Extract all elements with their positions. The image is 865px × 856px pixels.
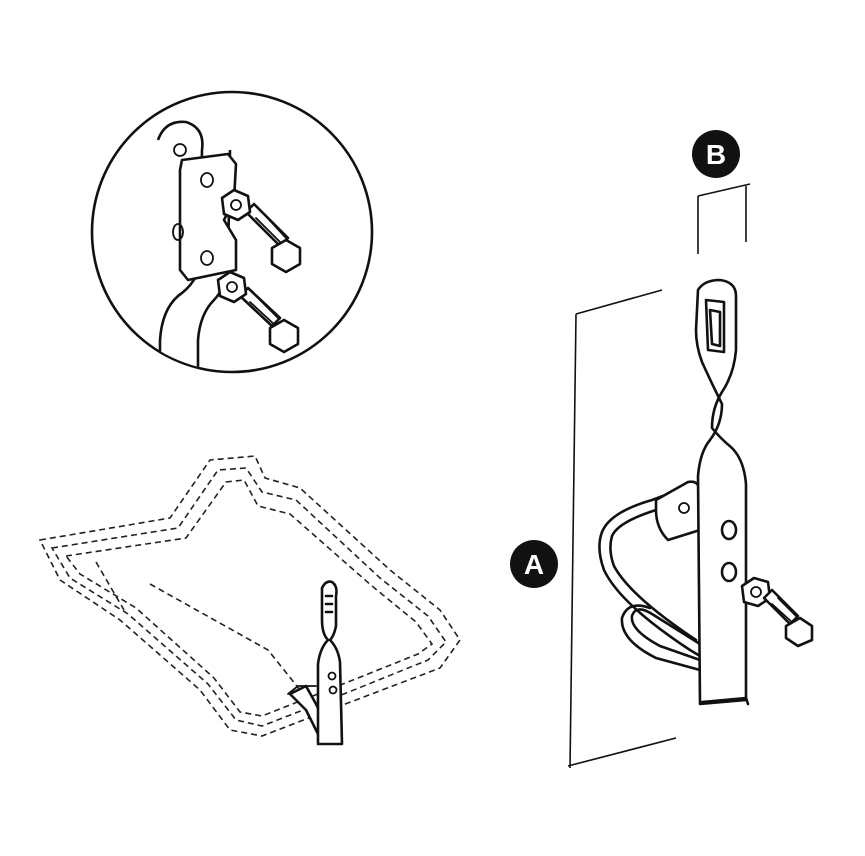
bracket-side-tab	[654, 480, 702, 542]
detail-clamp-hole-bottom	[200, 250, 214, 266]
label-b: B	[706, 139, 726, 170]
detail-bolt-upper	[220, 188, 302, 274]
detail-plate-slot	[172, 223, 184, 241]
label-a-badge	[510, 540, 558, 588]
bracket-wire-loop	[598, 484, 702, 658]
dimension-a: A	[510, 289, 677, 769]
bracket-hole-upper	[720, 519, 738, 541]
detail-circle	[90, 90, 374, 374]
detail-clamp-hole-top	[200, 172, 214, 188]
dimension-b: B	[692, 130, 751, 254]
label-a: A	[524, 549, 544, 580]
mattress-outline	[38, 455, 461, 737]
bracket-upright	[694, 278, 748, 706]
label-b-badge	[692, 130, 740, 178]
mounted-hook-small	[287, 580, 344, 746]
detail-bolt-lower	[216, 270, 300, 354]
detail-plate-hole	[173, 143, 187, 157]
bracket-hole-lower	[720, 561, 738, 583]
hook-bracket-large	[598, 278, 814, 706]
bolt-and-nut	[740, 576, 814, 648]
detail-clamp-plate	[178, 152, 238, 282]
